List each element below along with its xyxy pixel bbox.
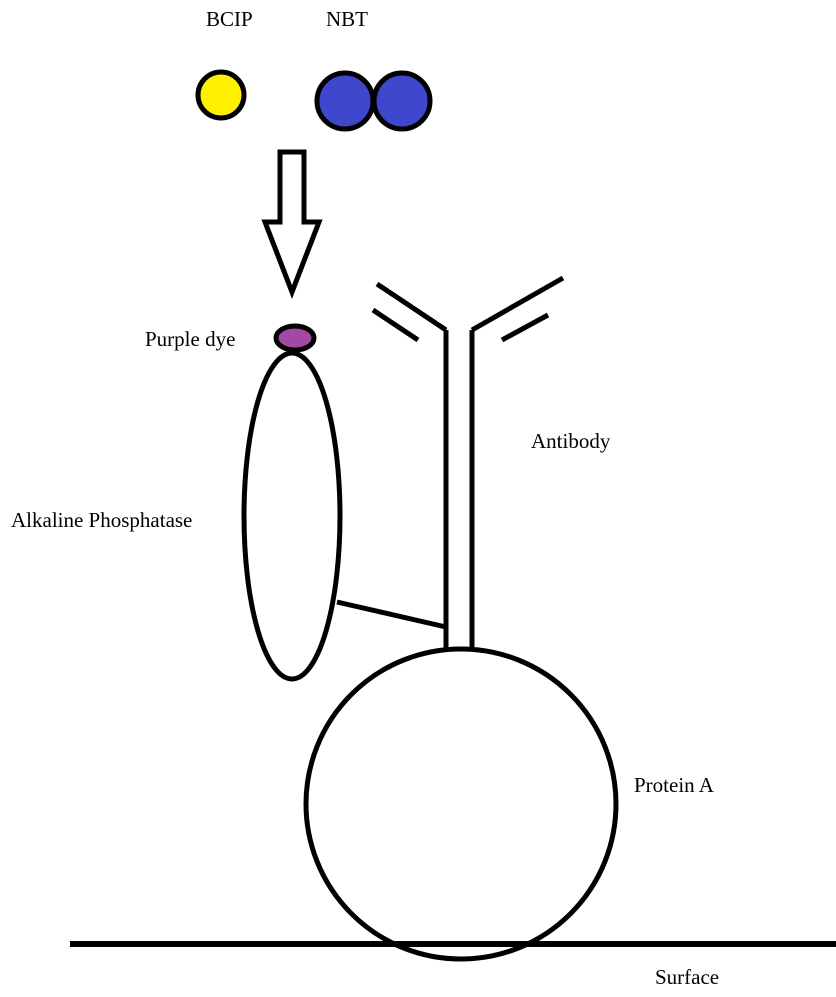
bcip-molecule	[198, 72, 244, 118]
nbt-molecule-right	[374, 73, 430, 129]
alkaline-phosphatase-shape	[244, 353, 340, 679]
protein-a-label: Protein A	[634, 775, 714, 796]
antibody-label: Antibody	[531, 431, 610, 452]
reaction-arrow	[265, 152, 319, 292]
purple-dye	[276, 326, 314, 350]
surface-label: Surface	[655, 967, 719, 988]
bcip-label: BCIP	[206, 9, 253, 30]
nbt-label: NBT	[326, 9, 368, 30]
nbt-molecule-left	[317, 73, 373, 129]
enzyme-linker	[337, 602, 446, 627]
antibody-shape	[373, 278, 563, 664]
protein-a-shape	[306, 649, 616, 959]
alkaline-phosphatase-label: Alkaline Phosphatase	[11, 510, 192, 531]
purple-dye-label: Purple dye	[145, 329, 235, 350]
